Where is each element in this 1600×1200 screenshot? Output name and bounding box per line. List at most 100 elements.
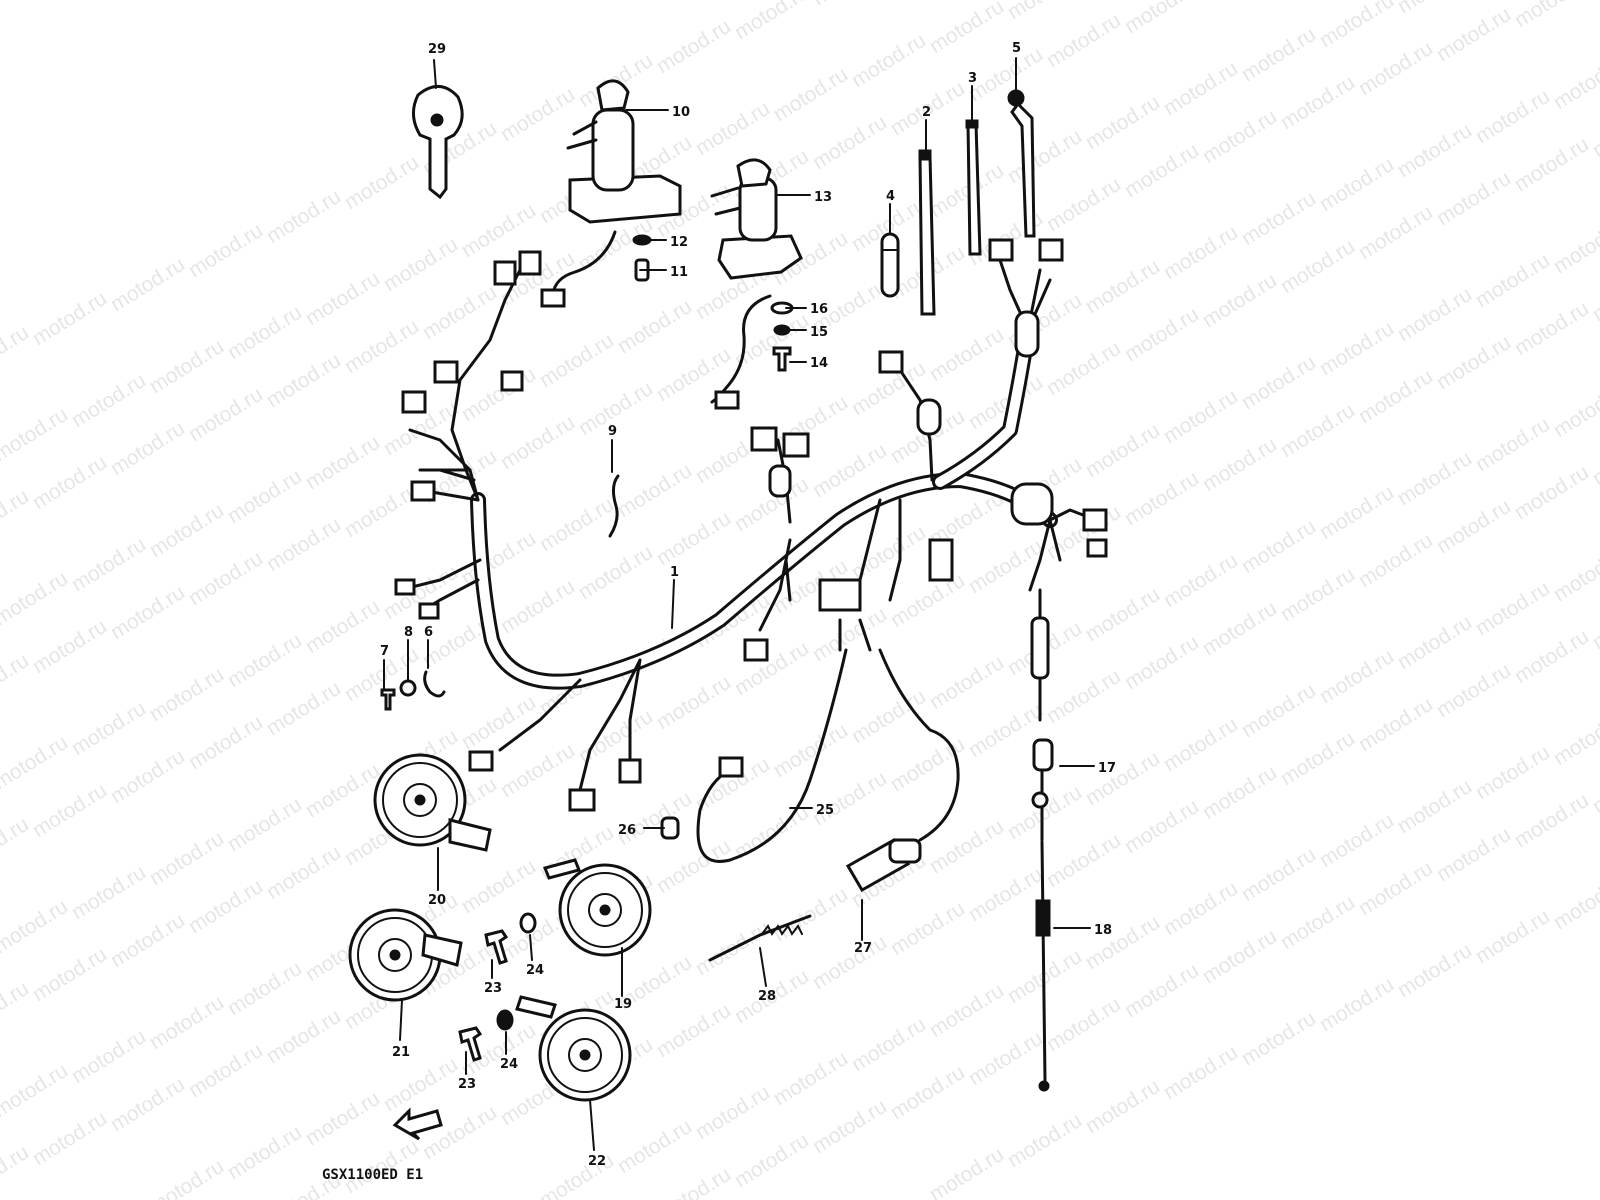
watermark-text: motod.ru (1081, 419, 1163, 482)
watermark-text: motod.ru (1471, 249, 1553, 312)
part-22-horn (515, 995, 632, 1102)
watermark-text: motod.ru (301, 1087, 383, 1150)
watermark-text: motod.ru (925, 1143, 1007, 1200)
leader-lines (383, 57, 1095, 1151)
watermark-text: motod.ru (1003, 781, 1085, 844)
callout-4: 4 (886, 189, 895, 204)
watermark-text: motod.ru (1510, 297, 1592, 360)
watermark-text: motod.ru (769, 1047, 851, 1110)
watermark-text: motod.ru (496, 575, 578, 638)
watermark-text: motod.ru (1315, 809, 1397, 872)
watermark-text: motod.ru (1198, 597, 1280, 660)
watermark-text: motod.ru (1081, 911, 1163, 974)
watermark-text: motod.ru (457, 527, 539, 590)
watermark-text: motod.ru (145, 827, 227, 890)
part-9-clip (608, 474, 620, 538)
watermark-text: motod.ru (1042, 173, 1124, 236)
watermark-text: motod.ru (1159, 549, 1241, 612)
watermark-text: motod.ru (28, 1107, 110, 1170)
watermark-text: motod.ru (106, 745, 188, 808)
part-24-washer-lower (496, 1009, 514, 1031)
callout-28: 28 (758, 989, 776, 1004)
watermark-text: motod.ru (1549, 707, 1600, 770)
watermark-text: motod.ru (691, 97, 773, 160)
watermark-text: motod.ru (28, 615, 110, 678)
callout-22: 22 (588, 1154, 606, 1169)
callout-19: 19 (614, 997, 632, 1012)
watermark-text: motod.ru (1315, 0, 1397, 52)
watermark-text: motod.ru (340, 151, 422, 214)
watermark-text: motod.ru (1237, 351, 1319, 414)
watermark-text: motod.ru (1393, 611, 1475, 674)
watermark-text: motod.ru (223, 793, 305, 856)
watermark-text: motod.ru (769, 391, 851, 454)
watermark-text: motod.ru (1237, 1007, 1319, 1070)
callout-20: 20 (428, 893, 446, 908)
part-10-ignition-switch (540, 79, 682, 308)
watermark-text: motod.ru (301, 431, 383, 494)
watermark-text: motod.ru (457, 855, 539, 918)
callout-14: 14 (810, 356, 828, 371)
watermark-text: motod.ru (808, 1095, 890, 1158)
watermark-text: motod.ru (418, 281, 500, 344)
watermark-text: motod.ru (145, 991, 227, 1054)
watermark-text: motod.ru (28, 943, 110, 1006)
callout-3: 3 (968, 71, 977, 86)
watermark-text: motod.ru (301, 759, 383, 822)
callout-18: 18 (1094, 923, 1112, 938)
watermark-text: motod.ru (1120, 467, 1202, 530)
watermark-text: motod.ru (67, 861, 149, 924)
watermark-text: motod.ru (691, 1081, 773, 1144)
watermark-text: motod.ru (1042, 829, 1124, 892)
watermark-text: motod.ru (1120, 959, 1202, 1022)
watermark-text: motod.ru (1276, 235, 1358, 298)
part-3-clamp (965, 119, 982, 256)
part-7-screw (380, 688, 396, 711)
part-23-bolt-upper (484, 929, 509, 965)
part-5-cable-tie (1007, 89, 1036, 238)
watermark-text: motod.ru (808, 111, 890, 174)
watermark-text: motod.ru (1393, 0, 1475, 18)
watermark-text: motod.ru (925, 0, 1007, 58)
watermark-text: motod.ru (1276, 727, 1358, 790)
watermark-text: motod.ru (1198, 925, 1280, 988)
callout-10: 10 (672, 105, 690, 120)
watermark-text: motod.ru (613, 459, 695, 522)
watermark-text: motod.ru (1315, 317, 1397, 380)
watermark-text: motod.ru (1120, 631, 1202, 694)
watermark-text: motod.ru (184, 875, 266, 938)
watermark-text: motod.ru (1042, 337, 1124, 400)
watermark-text: motod.ru (925, 323, 1007, 386)
watermark-text: motod.ru (1237, 515, 1319, 578)
watermark-text: motod.ru (496, 411, 578, 474)
watermark-text: motod.ru (1432, 495, 1514, 558)
part-13-steering-lock (710, 158, 803, 410)
watermark-text: motod.ru (0, 403, 72, 466)
part-24-washer-upper (519, 912, 537, 934)
watermark-text: motod.ru (262, 513, 344, 576)
callout-25: 25 (816, 803, 834, 818)
part-28-spring (708, 914, 812, 962)
callout-5: 5 (1012, 41, 1021, 56)
callout-23-lower: 23 (458, 1077, 476, 1092)
watermark-text: motod.ru (106, 581, 188, 644)
callout-11: 11 (670, 265, 688, 280)
callout-29: 29 (428, 42, 446, 57)
watermark-text: motod.ru (1549, 51, 1600, 114)
watermark-text: motod.ru (379, 1053, 461, 1116)
watermark-text: motod.ru (535, 493, 617, 556)
watermark-text: motod.ru (223, 465, 305, 528)
part-23-bolt-lower (458, 1026, 483, 1062)
part-20-horn (373, 753, 492, 852)
watermark-text: motod.ru (67, 369, 149, 432)
watermark-text: motod.ru (808, 603, 890, 666)
callout-8: 8 (404, 625, 413, 640)
part-17-fuse-holder (1030, 588, 1054, 842)
watermark-text: motod.ru (1276, 891, 1358, 954)
watermark-text: motod.ru (1003, 0, 1085, 24)
watermark-text: motod.ru (808, 931, 890, 994)
watermark-text: motod.ru (769, 63, 851, 126)
watermark-text: motod.ru (1549, 871, 1600, 934)
part-6-clamp (423, 670, 446, 698)
